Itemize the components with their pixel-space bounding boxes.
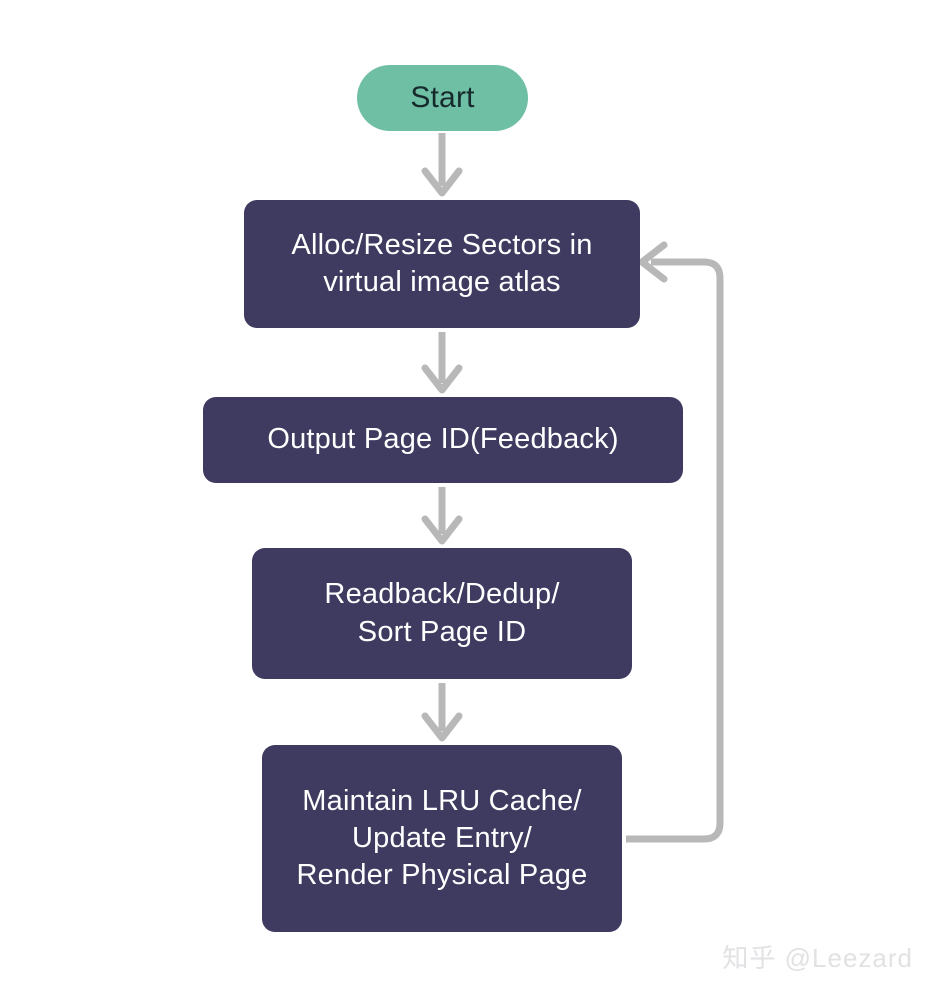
node-maintain-lru-cache[interactable]: Maintain LRU Cache/ Update Entry/ Render… — [262, 745, 622, 932]
edge-alloc-to-output — [421, 332, 463, 394]
node-start[interactable]: Start — [357, 65, 528, 131]
edge-maintain-to-alloc-feedback — [626, 241, 724, 843]
edge-start-to-alloc — [421, 133, 463, 197]
node-output-page-id[interactable]: Output Page ID(Feedback) — [203, 397, 683, 483]
edge-output-to-readback — [421, 487, 463, 545]
edge-readback-to-maintain — [421, 683, 463, 742]
node-alloc-resize-sectors[interactable]: Alloc/Resize Sectors in virtual image at… — [244, 200, 640, 328]
watermark: 知乎 @Leezard — [722, 943, 913, 973]
node-readback-dedup-sort[interactable]: Readback/Dedup/ Sort Page ID — [252, 548, 632, 679]
